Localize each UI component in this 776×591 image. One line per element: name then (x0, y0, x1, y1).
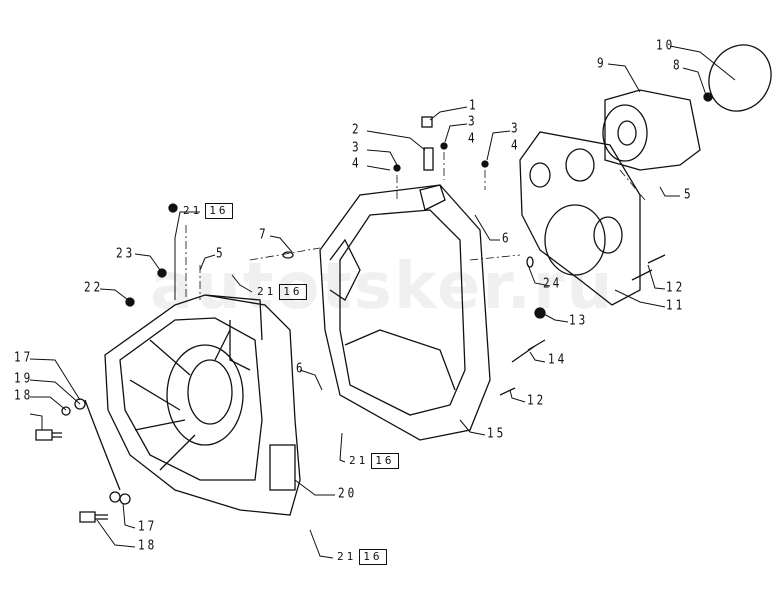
callout-3: 3 (468, 113, 478, 130)
plug-2 (423, 147, 434, 171)
callout-15: 15 (487, 425, 507, 442)
clutch-housing-20 (104, 294, 301, 516)
callout-5: 5 (216, 245, 226, 262)
bolts-12-14 (499, 339, 546, 396)
callout-11: 11 (666, 297, 686, 314)
callout-17: 17 (138, 518, 158, 535)
callout-3: 3 (511, 120, 521, 137)
plug-1 (421, 116, 433, 128)
callout-12: 12 (527, 392, 547, 409)
motor-9 (602, 89, 701, 171)
cover-plate-11 (519, 131, 641, 306)
callout-5: 5 (684, 186, 694, 203)
pipe-17 (84, 399, 121, 491)
bolt-12 (631, 254, 666, 281)
callout-14: 14 (548, 351, 568, 368)
ref-number: 21 (337, 550, 357, 563)
callout-20: 20 (338, 485, 358, 502)
callout-8: 8 (673, 57, 683, 74)
callout-13: 13 (569, 312, 589, 329)
ref-box: 16 (371, 453, 399, 469)
bolt-18b (79, 511, 108, 523)
callout-6: 6 (502, 230, 512, 247)
ref-box: 16 (279, 284, 307, 300)
center-lines (185, 152, 646, 300)
callout-6: 6 (296, 360, 306, 377)
callout-12: 12 (666, 279, 686, 296)
bolt-18 (35, 429, 62, 441)
callout-1: 1 (469, 97, 479, 114)
callout-4: 4 (352, 155, 362, 172)
callout-4: 4 (468, 130, 478, 147)
callout-18: 18 (14, 387, 34, 404)
callout-23: 23 (116, 245, 136, 262)
ref-number: 21 (349, 454, 369, 467)
callout-4: 4 (511, 137, 521, 154)
ref-box: 16 (359, 549, 387, 565)
callout-22: 22 (84, 279, 104, 296)
o-ring-10 (708, 44, 772, 112)
leader-lines (29, 45, 736, 559)
callout-24: 24 (543, 275, 563, 292)
callout-3: 3 (352, 139, 362, 156)
callout-17: 17 (14, 349, 34, 366)
callout-7: 7 (259, 226, 269, 243)
callout-18: 18 (138, 537, 158, 554)
callout-2: 2 (352, 121, 362, 138)
transmission-case-15 (319, 184, 491, 441)
callout-10: 10 (656, 37, 676, 54)
ref-box: 16 (205, 203, 233, 219)
callout-9: 9 (597, 55, 607, 72)
ref-number: 21 (183, 204, 203, 217)
callout-19: 19 (14, 370, 34, 387)
ref-number: 21 (257, 285, 277, 298)
